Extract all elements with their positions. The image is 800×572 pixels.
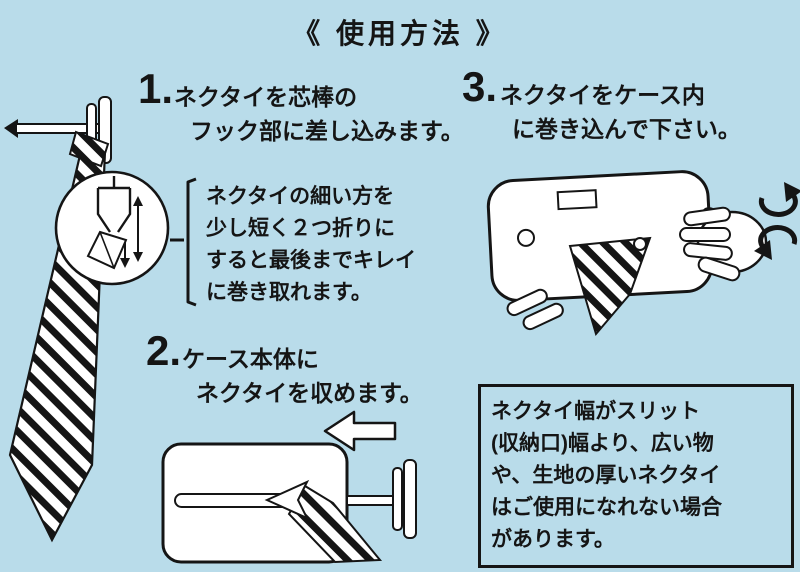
warning-box: ネクタイ幅がスリット (収納口)幅より、広い物 や、生地の厚いネクタイ はご使用…	[478, 384, 794, 568]
step-2-number: 2.	[146, 327, 182, 374]
tip-bracket	[170, 177, 197, 307]
step-1-line-2: フック部に差し込みます。	[190, 118, 464, 144]
tip-line-2: 少し短く２つ折りに	[206, 217, 395, 240]
step-3-line-1: ネクタイをケース内	[500, 82, 705, 108]
warning-line-4: はご使用になれない場合	[491, 496, 722, 519]
tip-line-1: ネクタイの細い方を	[206, 185, 395, 208]
rotate-arrows-icon	[754, 182, 800, 260]
right-hand-icon	[679, 206, 768, 282]
tie-hook-illustration	[4, 96, 170, 543]
step-2-line-1: ケース本体に	[182, 346, 319, 372]
warning-line-1: ネクタイ幅がスリット	[491, 400, 701, 423]
winding-illustration	[486, 170, 800, 337]
step-1-number: 1.	[138, 65, 174, 112]
tip-line-4: に巻き取れます。	[206, 281, 372, 304]
step-3-number: 3.	[462, 63, 498, 110]
warning-line-3: や、生地の厚いネクタイ	[491, 464, 721, 487]
warning-line-2: (収納口)幅より、広い物	[491, 432, 714, 455]
step-3-line-2: に巻き込んで下さい。	[512, 116, 741, 142]
step-2-line-2: ネクタイを収めます。	[196, 380, 423, 406]
left-hand-icon	[506, 288, 564, 331]
case-insert-illustration	[161, 410, 417, 564]
push-left-arrow-icon	[323, 410, 397, 452]
rod-arrow-icon	[4, 119, 18, 138]
step-1-line-1: ネクタイを芯棒の	[174, 84, 358, 110]
page-title: 《 使用方法 》	[292, 18, 508, 49]
winder-knob	[403, 459, 417, 539]
warning-line-5: があります。	[491, 528, 615, 551]
necktie	[568, 236, 652, 337]
hook-detail-icon	[96, 176, 132, 233]
tip-line-3: すると最後までキレイ	[206, 249, 416, 272]
